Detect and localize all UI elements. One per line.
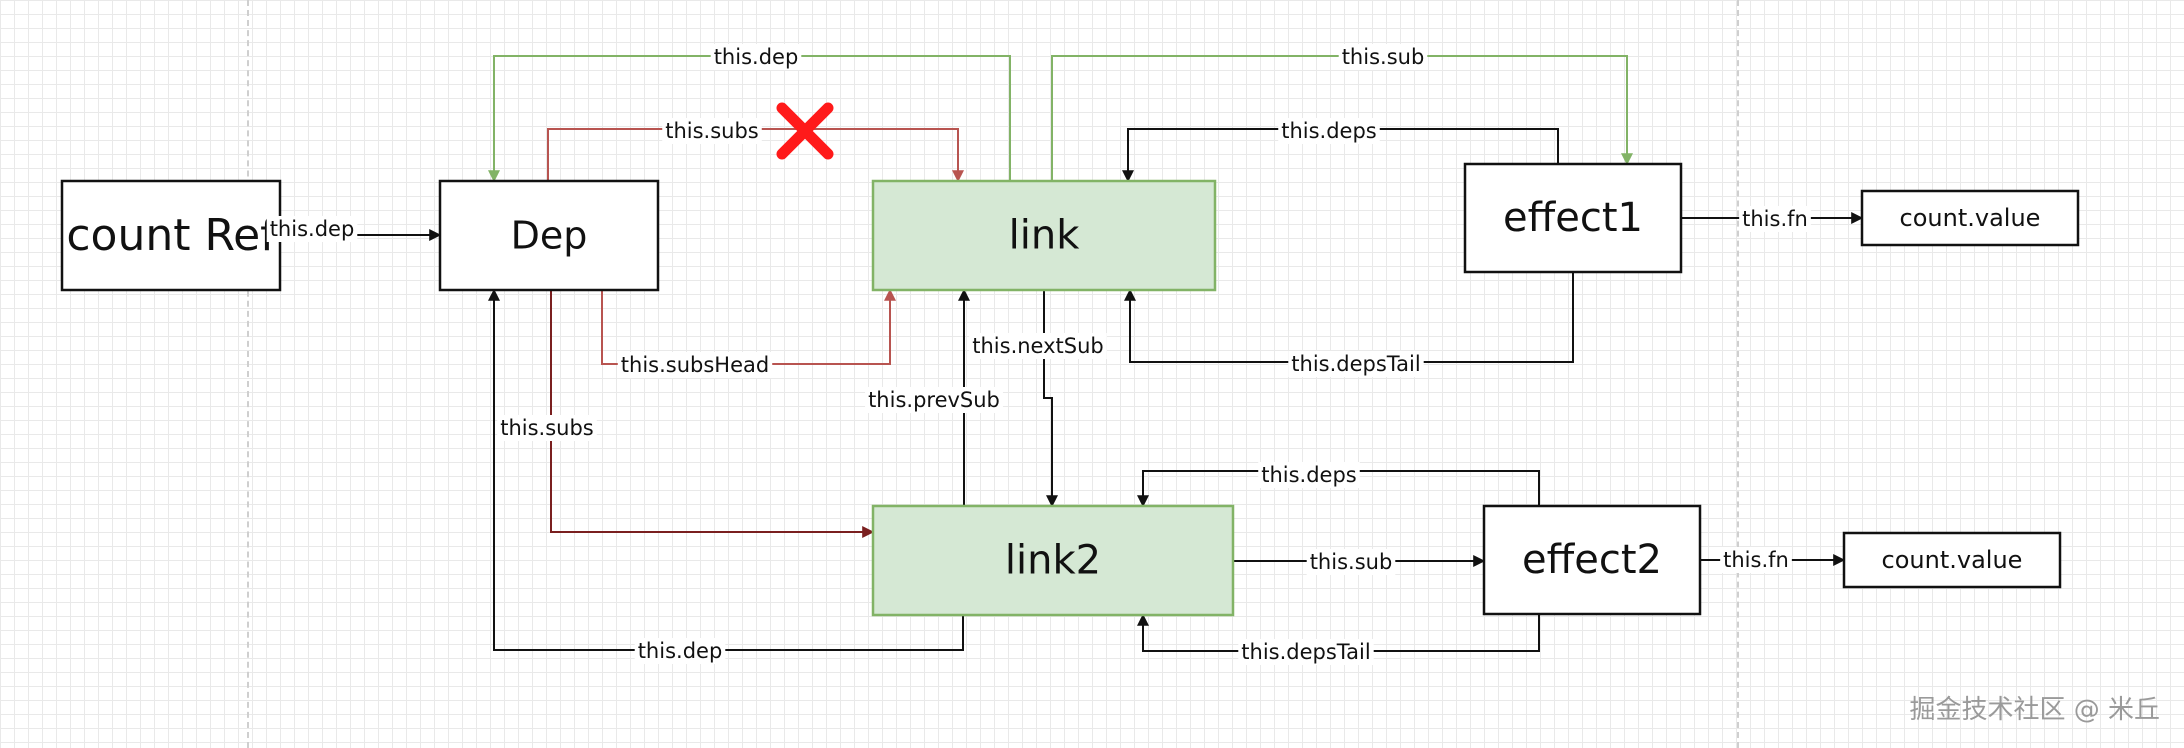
edge-label-effect2-fn: this.fn bbox=[1720, 547, 1792, 573]
edge-label-bg bbox=[497, 415, 597, 441]
edge-label-bg bbox=[634, 638, 726, 664]
removed-edge-cross-icon bbox=[776, 102, 834, 160]
edge-label-dep-link-subshead: this.subsHead bbox=[617, 352, 773, 378]
node-box bbox=[1842, 531, 2062, 589]
edge-label-text: this.deps bbox=[1281, 119, 1377, 143]
edge-label-bg bbox=[1720, 547, 1792, 573]
edge-label-text: this.dep bbox=[638, 639, 723, 663]
node-label: Dep bbox=[511, 214, 588, 258]
edge-label-text: this.deps bbox=[1261, 463, 1357, 487]
edge-label-bg bbox=[1258, 462, 1360, 488]
edge-label-dep-link2-subs: this.subs bbox=[497, 415, 597, 441]
node-box bbox=[1463, 162, 1683, 274]
watermark: 掘金技术社区 @ 米丘 bbox=[1909, 695, 2160, 725]
edge-label-text: this.sub bbox=[1310, 550, 1393, 574]
edge-label-text: this.dep bbox=[270, 217, 355, 241]
edge-label-bg bbox=[1338, 44, 1428, 70]
node-link2: link2 bbox=[871, 504, 1235, 617]
edge-label-bg bbox=[1739, 206, 1811, 232]
edge-label-bg bbox=[662, 118, 762, 144]
node-effect1: effect1 bbox=[1463, 162, 1683, 274]
node-effect2: effect2 bbox=[1482, 504, 1702, 616]
node-box bbox=[871, 179, 1217, 292]
guide-line-left bbox=[247, 0, 249, 748]
edge-label-text: this.subs bbox=[665, 119, 759, 143]
edge-label-link2-effect2-sub: this.sub bbox=[1306, 549, 1396, 575]
node-label: count.value bbox=[1900, 204, 2041, 232]
edge-label-effect2-link2-depstail: this.depsTail bbox=[1238, 639, 1374, 665]
node-box bbox=[871, 504, 1235, 617]
edge-label-dep-link-subs: this.subs bbox=[662, 118, 762, 144]
edge-label-bg bbox=[1278, 118, 1380, 144]
edge-label-countref-dep: this.dep bbox=[266, 216, 358, 242]
node-box bbox=[438, 179, 660, 292]
edge-label-text: this.depsTail bbox=[1291, 352, 1420, 376]
edge-label-link-effect1: this.sub bbox=[1338, 44, 1428, 70]
node-box bbox=[1482, 504, 1702, 616]
edge-label-text: this.sub bbox=[1342, 45, 1425, 69]
edge-label-bg bbox=[1238, 639, 1374, 665]
node-dep: Dep bbox=[438, 179, 660, 292]
edge-label-effect1-link-deps: this.deps bbox=[1278, 118, 1380, 144]
edge-label-text: this.fn bbox=[1742, 207, 1808, 231]
edge-label-bg bbox=[865, 387, 1003, 413]
edge-link2-dep bbox=[488, 288, 964, 651]
edge-label-bg bbox=[710, 44, 802, 70]
edge-label-text: this.nextSub bbox=[972, 334, 1104, 358]
edge-label-link-link2-nextsub: this.nextSub bbox=[969, 333, 1107, 359]
node-label: link2 bbox=[1005, 538, 1101, 584]
edge-label-bg bbox=[266, 216, 358, 242]
node-label: effect2 bbox=[1522, 537, 1662, 583]
node-countValue1: count.value bbox=[1860, 189, 2080, 247]
edge-label-text: this.dep bbox=[714, 45, 799, 69]
node-label: count.value bbox=[1882, 546, 2023, 574]
node-label: count Ref bbox=[66, 210, 277, 261]
edge-label-text: this.prevSub bbox=[868, 388, 1000, 412]
edge-label-effect1-link-depstail: this.depsTail bbox=[1288, 351, 1424, 377]
edge-link-link2-nextsub bbox=[1043, 290, 1058, 508]
edge-label-bg bbox=[617, 352, 773, 378]
edge-label-link-dep: this.dep bbox=[710, 44, 802, 70]
edge-label-text: this.fn bbox=[1723, 548, 1789, 572]
edge-label-link2-link-prevsub: this.prevSub bbox=[865, 387, 1003, 413]
edge-label-text: this.subs bbox=[500, 416, 594, 440]
edge-label-effect2-link2-deps: this.deps bbox=[1258, 462, 1360, 488]
node-box bbox=[1860, 189, 2080, 247]
node-label: effect1 bbox=[1503, 195, 1643, 241]
edge-label-effect1-fn: this.fn bbox=[1739, 206, 1811, 232]
node-countRef: count Ref bbox=[60, 179, 282, 292]
edge-label-link2-dep: this.dep bbox=[634, 638, 726, 664]
edge-label-bg bbox=[969, 333, 1107, 359]
node-countValue2: count.value bbox=[1842, 531, 2062, 589]
edge-label-bg bbox=[1306, 549, 1396, 575]
guide-line-right bbox=[1737, 0, 1739, 748]
node-label: link bbox=[1009, 213, 1081, 259]
edge-dep-link2-subs bbox=[550, 290, 875, 538]
edge-label-bg bbox=[1288, 351, 1424, 377]
edge-label-text: this.subsHead bbox=[621, 353, 769, 377]
node-link: link bbox=[871, 179, 1217, 292]
edge-label-text: this.depsTail bbox=[1241, 640, 1370, 664]
